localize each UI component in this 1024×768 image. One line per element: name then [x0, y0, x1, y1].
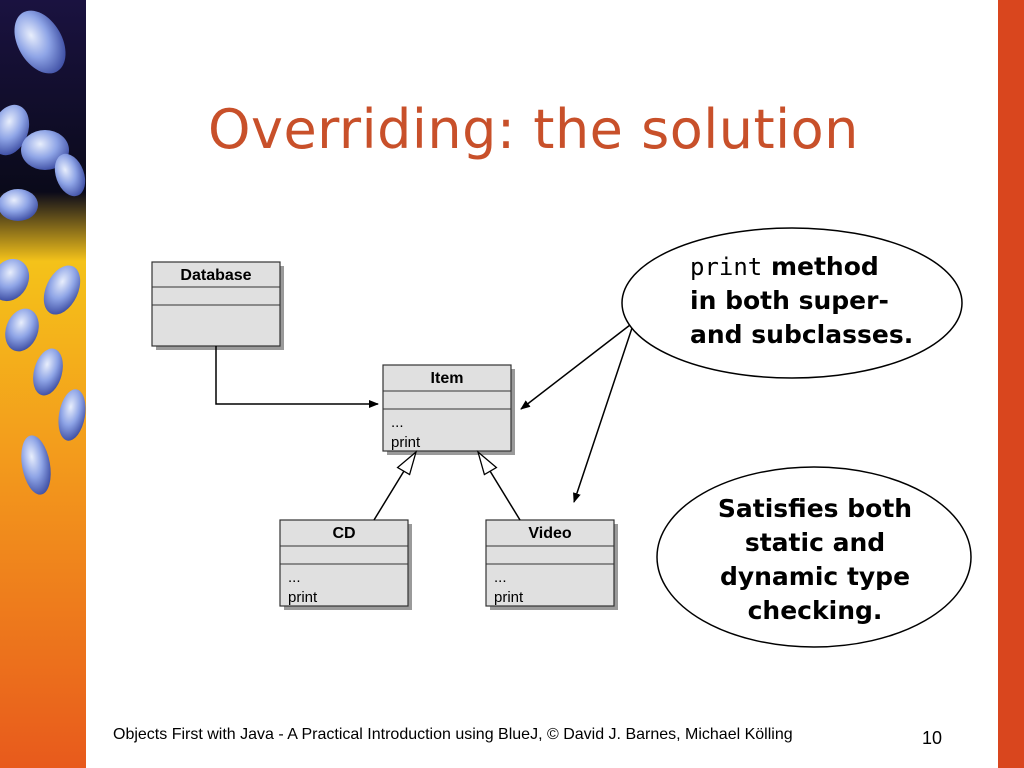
- cd-member-print: print: [288, 589, 318, 606]
- video-member-print: print: [494, 589, 524, 606]
- video-member-ellipsis: ...: [494, 569, 507, 586]
- callout-arrow-to-video: [573, 327, 633, 503]
- slide-title: Overriding: the solution: [208, 98, 859, 161]
- cd-member-ellipsis: ...: [288, 569, 301, 586]
- callout-bubble-top: [621, 227, 963, 379]
- callout-bottom-line2: static and: [744, 528, 886, 557]
- class-name-item: Item: [431, 370, 464, 387]
- item-member-print: print: [391, 434, 421, 451]
- callout-bottom-line4: checking.: [747, 596, 883, 625]
- class-item: Item ... print: [382, 364, 515, 455]
- class-name-database: Database: [180, 267, 251, 284]
- inheritance-cd-item: [373, 450, 418, 521]
- callout-top-line1: print method: [690, 250, 913, 284]
- slide-footer: Objects First with Java - A Practical In…: [113, 726, 793, 743]
- callout-bottom-line1: Satisfies both: [717, 494, 913, 523]
- item-member-ellipsis: ...: [391, 414, 404, 431]
- callout-text-bottom: Satisfies both static and dynamic type c…: [684, 492, 946, 628]
- class-cd: CD ... print: [279, 519, 412, 610]
- inheritance-video-item: [476, 450, 521, 521]
- accent-band: [998, 0, 1024, 768]
- code-print: print: [690, 253, 763, 281]
- callout-text-top: print method in both super- and subclass…: [690, 250, 913, 352]
- callout-top-line3: and subclasses.: [690, 320, 914, 349]
- class-database: Database: [151, 261, 284, 350]
- class-video: Video ... print: [485, 519, 618, 610]
- callout-top-line2: in both super-: [690, 286, 889, 315]
- callout-bottom-line3: dynamic type: [719, 562, 911, 591]
- callout-arrow-to-item: [520, 324, 631, 410]
- page-number: 10: [922, 728, 943, 748]
- association-database-item: [215, 346, 379, 408]
- decorative-image-band: [0, 0, 86, 768]
- class-name-video: Video: [528, 525, 572, 542]
- callout-top-line1-rest: method: [762, 252, 879, 281]
- callout-bubble-bottom: [656, 466, 972, 648]
- class-name-cd: CD: [332, 525, 355, 542]
